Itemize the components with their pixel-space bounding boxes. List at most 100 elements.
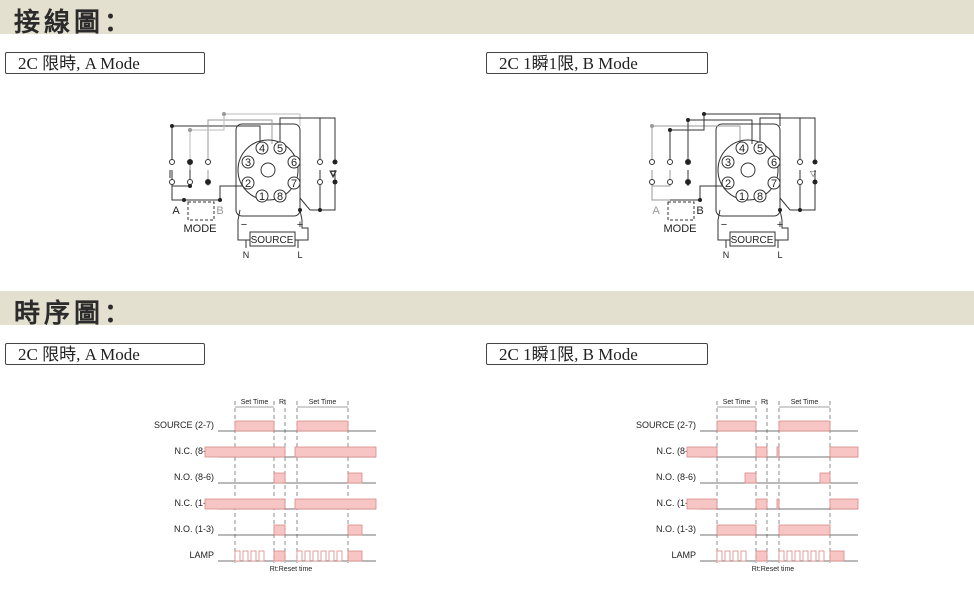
timing-row-label: N.O. (8-6) [656, 472, 696, 482]
mode-label: MODE [664, 223, 697, 235]
lamp-blink [732, 550, 739, 562]
svg-text:▽: ▽ [330, 169, 337, 178]
set-time-label: Set Time [723, 399, 751, 406]
timing-pulse [829, 446, 859, 458]
mode-a-label-timing: 2C 限時, A Mode [5, 343, 205, 365]
timing-row-label: LAMP [671, 550, 696, 560]
pin-4: 4 [259, 143, 265, 155]
l-label: L [297, 250, 302, 260]
timing-pulse [829, 498, 859, 510]
reset-time-footnote: Rt:Reset time [270, 566, 313, 573]
timing-pulse [776, 446, 780, 458]
pin-3: 3 [725, 157, 731, 169]
mode-b-label-wiring: 2C 1瞬1限, B Mode [486, 52, 708, 74]
minus-label: − [721, 219, 727, 231]
source-label: SOURCE [731, 235, 774, 246]
lamp-blink [312, 550, 319, 562]
reset-time-footnote: Rt:Reset time [752, 566, 795, 573]
lamp-blink [716, 550, 723, 562]
timing-row-label: N.C. (8-5) [656, 446, 696, 456]
pin-1: 1 [259, 191, 265, 203]
timing-pulse [716, 420, 757, 432]
timing-pulse [204, 498, 286, 510]
timing-pulse [273, 524, 286, 536]
pin-5: 5 [277, 143, 283, 155]
pin-2: 2 [725, 178, 731, 190]
switch-b-label: B [696, 205, 703, 217]
timing-row-label: LAMP [189, 550, 214, 560]
timing-section-band: 時序圖： [0, 291, 974, 329]
set-time-label: Set Time [309, 399, 337, 406]
lamp-blink [328, 550, 335, 562]
mode-label: MODE [184, 223, 217, 235]
timing-pulse [294, 446, 377, 458]
wiring-section-title: 接線圖： [14, 8, 135, 38]
lamp-blink [794, 550, 801, 562]
pin-7: 7 [771, 178, 777, 190]
lamp-blink [336, 550, 343, 562]
set-time-label: Set Time [791, 399, 819, 406]
lamp-on [347, 550, 363, 562]
lamp-on [755, 550, 768, 562]
pin-4: 4 [739, 143, 745, 155]
timing-pulse [778, 420, 831, 432]
lamp-blink [250, 550, 257, 562]
timing-row-label: SOURCE (2-7) [636, 420, 696, 430]
timing-section-title: 時序圖： [14, 299, 135, 329]
lamp-blink [242, 550, 249, 562]
switch-b-label: B [216, 205, 223, 217]
rt-label: Rt [279, 399, 286, 406]
timing-pulse [744, 472, 757, 484]
source-label: SOURCE [251, 235, 294, 246]
lamp-blink [320, 550, 327, 562]
timing-pulse [273, 472, 286, 484]
lamp-blink [786, 550, 793, 562]
timing-pulse [234, 420, 275, 432]
n-label: N [723, 250, 730, 260]
lamp-blink [724, 550, 731, 562]
lamp-blink [304, 550, 311, 562]
n-label: N [243, 250, 250, 260]
lamp-blink [740, 550, 747, 562]
pin-6: 6 [771, 157, 777, 169]
plus-label: + [297, 219, 303, 231]
lamp-blink [778, 550, 785, 562]
timing-row-label: N.O. (1-3) [174, 524, 214, 534]
lamp-blink [234, 550, 241, 562]
pin-3: 3 [245, 157, 251, 169]
wiring-diagram-a: 1 2 3 4 5 6 7 8 A B MODE SOURCE − + N L … [169, 112, 338, 260]
lamp-blink [802, 550, 809, 562]
timing-row-label: N.O. (1-3) [656, 524, 696, 534]
timing-pulse [686, 446, 718, 458]
mode-a-label-wiring: 2C 限時, A Mode [5, 52, 205, 74]
lamp-blink [296, 550, 303, 562]
l-label: L [777, 250, 782, 260]
timing-row-label: N.C. (8-5) [174, 446, 214, 456]
timing-pulse [347, 524, 363, 536]
lamp-on [273, 550, 286, 562]
timing-pulse [686, 498, 718, 510]
pin-5: 5 [757, 143, 763, 155]
pin-8: 8 [757, 191, 763, 203]
timing-pulse [819, 472, 831, 484]
timing-pulse [294, 498, 377, 510]
svg-text:▽: ▽ [810, 169, 817, 178]
wiring-diagram-b: 1 2 3 4 5 6 7 8 A B MODE SOURCE − + N L … [649, 112, 818, 260]
minus-label: − [241, 219, 247, 231]
timing-pulse [776, 498, 780, 510]
pin-8: 8 [277, 191, 283, 203]
switch-a-label: A [652, 205, 660, 217]
timing-pulse [296, 420, 349, 432]
timing-row-label: N.C. (1-4) [656, 498, 696, 508]
timing-pulse [755, 446, 768, 458]
timing-row-label: N.O. (8-6) [174, 472, 214, 482]
switch-a-label: A [172, 205, 180, 217]
set-time-label: Set Time [241, 399, 269, 406]
lamp-blink [810, 550, 817, 562]
timing-row-label: N.C. (1-4) [174, 498, 214, 508]
plus-label: + [777, 219, 783, 231]
pin-7: 7 [291, 178, 297, 190]
rt-label: Rt [761, 399, 768, 406]
timing-pulse [204, 446, 286, 458]
